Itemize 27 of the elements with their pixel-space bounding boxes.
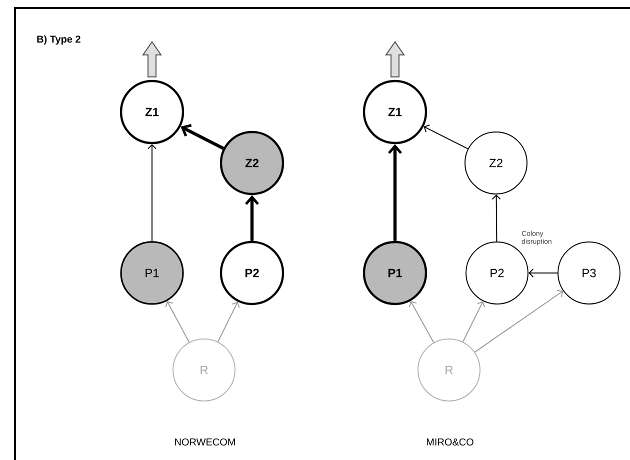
- circle-node: R: [172, 338, 236, 402]
- circle-node: P1: [362, 240, 428, 306]
- model-label: NORWECOM: [175, 438, 235, 446]
- arrow: [245, 195, 259, 241]
- block-arrow: [385, 41, 405, 78]
- arrow: [492, 194, 501, 242]
- circle-node: P1: [120, 241, 184, 305]
- arrow: [217, 302, 240, 342]
- arrow: [474, 290, 564, 353]
- arrow: [408, 301, 434, 343]
- arrow: [180, 124, 224, 150]
- arrow: [528, 268, 558, 278]
- circle-node: P2: [220, 240, 284, 306]
- circle-node: P3: [558, 241, 620, 304]
- arrow: [462, 301, 486, 342]
- circle-node: Z2: [464, 132, 528, 194]
- circle-node: R: [418, 338, 480, 402]
- panel-title: B) Type 2: [37, 35, 80, 45]
- block-arrow: [142, 41, 162, 78]
- circle-node: Z1: [362, 80, 428, 144]
- arrow: [148, 144, 156, 242]
- circle-node: Z1: [120, 80, 184, 144]
- arrow: [388, 144, 402, 241]
- circle-node: Z2: [220, 130, 284, 196]
- arrow: [424, 124, 468, 150]
- model-label: MIRO&CO: [426, 438, 474, 446]
- arrow: [165, 301, 190, 343]
